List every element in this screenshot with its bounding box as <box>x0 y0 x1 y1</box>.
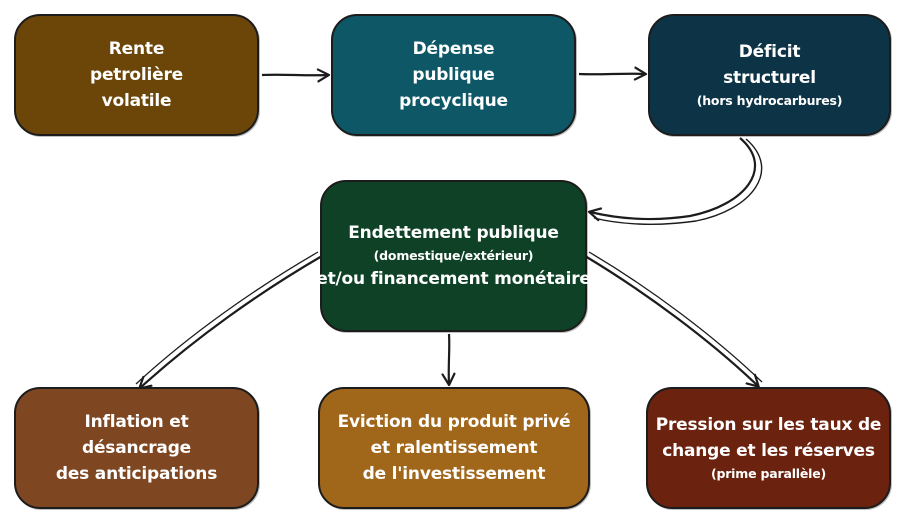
node-label-line: structurel <box>723 68 816 88</box>
node-eviction: Eviction du produit privé et ralentissem… <box>318 387 590 509</box>
node-sublabel: (domestique/extérieur) <box>373 248 534 263</box>
arrow-deficit-to-endettement <box>590 137 757 219</box>
node-sublabel: (prime parallèle) <box>710 466 827 481</box>
node-label-line: Inflation et <box>84 412 189 432</box>
node-label-line: publique <box>412 65 495 85</box>
arrow-rente-to-depense <box>261 75 328 76</box>
node-rente-petroliere: Rente petrolière volatile <box>14 14 259 136</box>
node-label-line: Rente <box>108 39 165 59</box>
node-label-line: change et les réserves <box>662 441 875 461</box>
node-inflation: Inflation et désancrage des anticipation… <box>14 387 259 509</box>
node-label-line: et ralentissement <box>370 438 538 458</box>
arrow-endettement-to-inflation <box>140 255 323 388</box>
arrow-endettement-to-pression-sketch <box>588 251 763 383</box>
arrow-endettement-to-inflation-sketch <box>135 251 319 385</box>
node-label-line: Déficit <box>738 42 801 62</box>
node-label-line: Eviction du produit privé <box>337 412 571 432</box>
node-label-line: des anticipations <box>55 464 218 484</box>
node-label-line: et/ou financement monétaire <box>316 269 591 289</box>
node-deficit-structurel: Déficit structurel (hors hydrocarbures) <box>648 14 891 136</box>
arrow-depense-to-deficit <box>578 74 645 75</box>
node-label-line: procyclique <box>399 91 508 111</box>
arrow-endettement-to-eviction <box>449 333 450 384</box>
node-label-line: petrolière <box>90 65 183 85</box>
arrow-endettement-to-pression <box>584 255 758 386</box>
node-label-line: Dépense <box>412 39 495 59</box>
node-depense-publique: Dépense publique procyclique <box>331 14 576 136</box>
node-title: Endettement publique <box>348 223 559 243</box>
node-label-line: Pression sur les taux de <box>655 415 882 435</box>
node-pression-change: Pression sur les taux de change et les r… <box>646 387 891 509</box>
node-label-line: volatile <box>101 91 172 111</box>
node-endettement-publique: Endettement publique (domestique/extérie… <box>316 180 591 332</box>
arrow-deficit-to-endettement-sketch <box>593 138 763 225</box>
node-sublabel: (hors hydrocarbures) <box>696 93 843 108</box>
node-label-line: désancrage <box>81 438 192 458</box>
node-label-line: de l'investissement <box>362 464 546 484</box>
